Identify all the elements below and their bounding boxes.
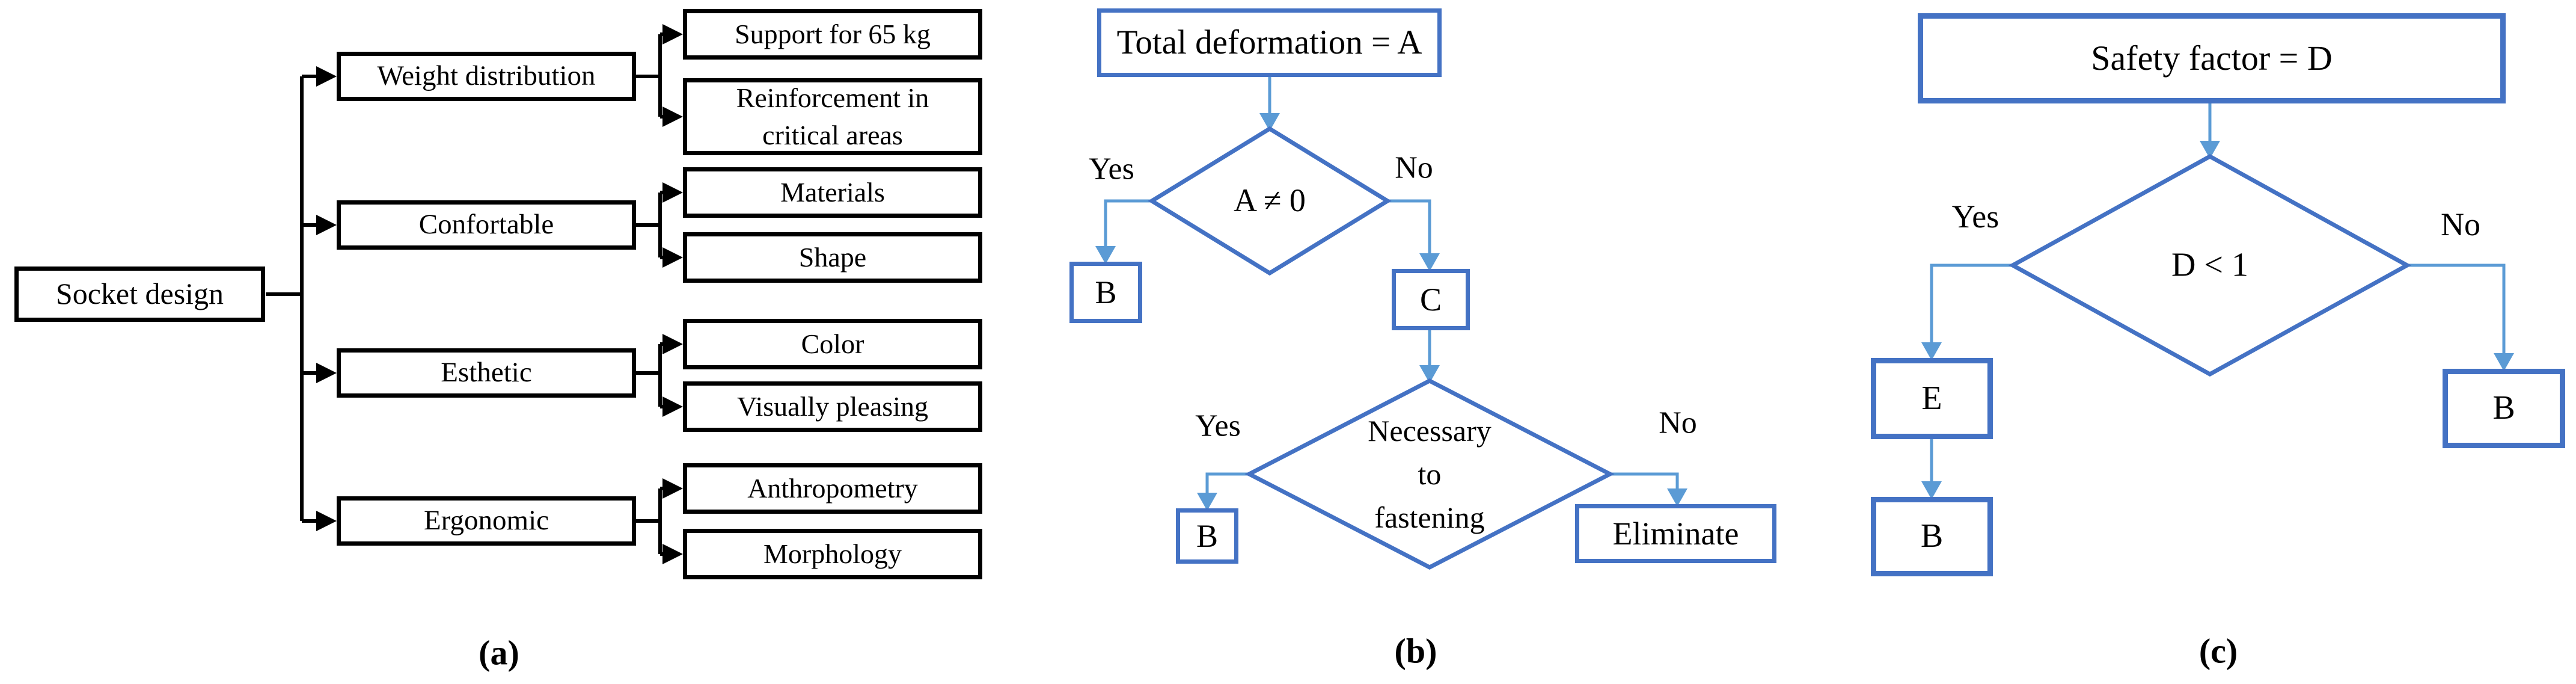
morphology-label: Morphology <box>763 538 902 569</box>
visually-pleasing-box: Visually pleasing <box>683 381 982 432</box>
ergonomic-label: Ergonomic <box>424 505 549 537</box>
d1-no-label: No <box>1395 150 1433 185</box>
b-arrow-into-b1-icon <box>1095 246 1116 264</box>
b-arrow-into-c-icon <box>1419 253 1440 271</box>
b-result-b1-label: B <box>1095 274 1117 310</box>
anthropometry-label: Anthropometry <box>747 472 918 504</box>
b-result-b2-box: B <box>1176 508 1238 564</box>
c-d-no-elbow <box>2407 263 2506 355</box>
b-d2-no-elbow <box>1610 472 1679 490</box>
b-result-b2-label: B <box>1196 517 1219 554</box>
c-result-e-label: E <box>1921 379 1942 417</box>
c-result-b-no-label: B <box>2492 389 2515 427</box>
d2-condition-text: Necessary to fastening <box>1368 409 1491 539</box>
a-arrow-ergonomic-icon <box>316 511 337 531</box>
c-condition-text: D < 1 <box>2171 246 2249 284</box>
b-d2-yes-elbow <box>1205 472 1249 495</box>
a-branch1-child-lines <box>636 32 665 119</box>
support-65kg-label: Support for 65 kg <box>735 18 931 49</box>
materials-box: Materials <box>683 167 982 218</box>
shape-box: Shape <box>683 232 982 283</box>
c-arrow-into-d-icon <box>2200 141 2220 159</box>
reinforcement-label: Reinforcement in critical areas <box>736 82 929 150</box>
b-decision2-diamond <box>1244 378 1615 570</box>
color-box: Color <box>683 319 982 369</box>
morphology-box: Morphology <box>683 529 982 579</box>
c-d-yes-elbow <box>1930 263 2013 344</box>
esthetic-box: Esthetic <box>337 348 636 398</box>
d2-condition-line2: to <box>1418 457 1442 491</box>
d2-yes-label: Yes <box>1195 408 1241 443</box>
a-branch-stubs <box>302 75 319 523</box>
a-arrow-color-icon <box>662 334 683 354</box>
c-no-label: No <box>2441 206 2480 242</box>
b-d1-yes-elbow <box>1104 199 1152 248</box>
materials-label: Materials <box>780 176 885 208</box>
a-arrow-esthetic-icon <box>316 363 337 383</box>
d2-condition-line1: Necessary <box>1368 414 1491 448</box>
c-result-e-box: E <box>1871 358 1993 439</box>
safety-factor-box: Safety factor = D <box>1918 13 2506 103</box>
socket-design-box: Socket design <box>14 267 265 322</box>
socket-design-label: Socket design <box>55 277 224 311</box>
caption-c: (c) <box>2198 631 2238 671</box>
weight-distribution-label: Weight distribution <box>377 60 596 92</box>
b-decision1-diamond <box>1148 126 1392 276</box>
color-label: Color <box>801 328 864 359</box>
support-65kg-box: Support for 65 kg <box>683 9 982 60</box>
c-decision-diamond <box>2008 154 2412 377</box>
a-arrow-support-icon <box>662 24 683 45</box>
d1-condition-text: A ≠ 0 <box>1234 182 1306 219</box>
a-branch3-child-lines <box>636 342 665 408</box>
visually-pleasing-label: Visually pleasing <box>737 390 928 422</box>
a-branch4-child-lines <box>636 487 665 556</box>
d1-yes-label: Yes <box>1089 152 1134 186</box>
b-d1-no-elbow <box>1387 199 1431 255</box>
d2-condition-line3: fastening <box>1374 501 1485 534</box>
b-arrow-into-b2-icon <box>1197 493 1217 511</box>
reinforcement-box: Reinforcement in critical areas <box>683 78 982 155</box>
a-arrow-reinforcement-icon <box>662 106 683 127</box>
weight-distribution-box: Weight distribution <box>337 52 636 101</box>
a-arrow-shape-icon <box>662 247 683 268</box>
a-arrow-confortable-icon <box>316 215 337 235</box>
confortable-label: Confortable <box>418 209 554 241</box>
c-arrow-into-e-icon <box>1921 342 1942 360</box>
b-result-c-label: C <box>1419 281 1442 318</box>
caption-a: (a) <box>479 633 519 673</box>
d2-no-label: No <box>1659 405 1697 440</box>
a-arrow-visually-icon <box>662 396 683 417</box>
shape-label: Shape <box>798 241 867 273</box>
c-result-b-no-box: B <box>2443 369 2565 448</box>
a-arrow-morphology-icon <box>662 544 683 564</box>
esthetic-label: Esthetic <box>441 357 532 389</box>
total-deformation-box: Total deformation = A <box>1097 8 1442 77</box>
c-result-b-yes-label: B <box>1920 517 1944 555</box>
a-arrow-weight-icon <box>316 66 337 87</box>
caption-b: (b) <box>1394 631 1437 671</box>
anthropometry-box: Anthropometry <box>683 463 982 514</box>
eliminate-box: Eliminate <box>1575 504 1776 563</box>
b-arrow-into-d2-icon <box>1419 365 1440 383</box>
c-result-b-yes-box: B <box>1871 497 1993 576</box>
b-result-b1-box: B <box>1069 262 1142 323</box>
c-arrow-into-b-no-icon <box>2494 353 2514 371</box>
confortable-box: Confortable <box>337 200 636 250</box>
total-deformation-label: Total deformation = A <box>1116 23 1422 61</box>
a-arrow-anthropometry-icon <box>662 478 683 499</box>
c-yes-label: Yes <box>1951 199 1999 235</box>
a-branch2-child-lines <box>636 191 665 259</box>
a-arrow-materials-icon <box>662 182 683 203</box>
safety-factor-label: Safety factor = D <box>2091 38 2333 78</box>
eliminate-label: Eliminate <box>1612 515 1739 552</box>
c-arrow-into-b-yes-icon <box>1921 481 1942 499</box>
b-arrow-into-d1-icon <box>1259 113 1280 131</box>
b-result-c-box: C <box>1392 269 1470 330</box>
ergonomic-box: Ergonomic <box>337 496 636 546</box>
b-arrow-into-eliminate-icon <box>1667 488 1687 507</box>
